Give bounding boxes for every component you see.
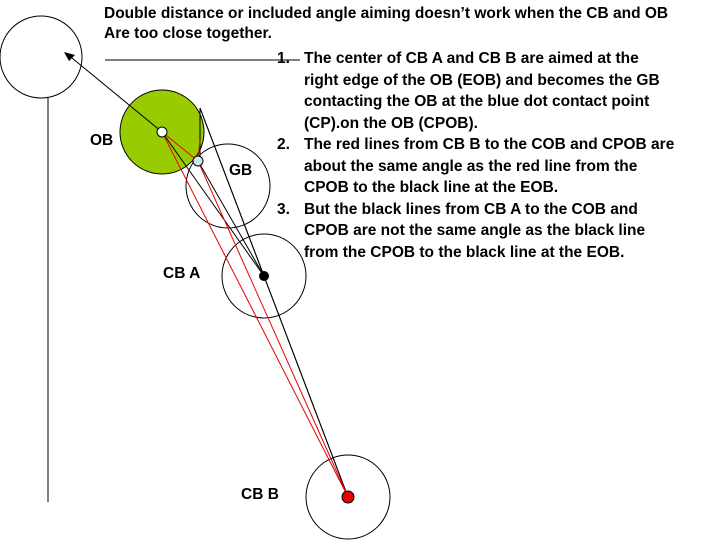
note-line: contacting the OB at the blue dot contac… bbox=[304, 93, 650, 110]
note-number: 2. bbox=[277, 136, 290, 153]
ghost-ball-label: GB bbox=[229, 162, 253, 179]
note-line: CPOB are not the same angle as the black… bbox=[304, 222, 646, 239]
note-line: right edge of the OB (EOB) and becomes t… bbox=[304, 71, 660, 89]
pocket-circle bbox=[0, 15, 83, 99]
cb-b-to-cpob-red-line bbox=[197, 160, 349, 498]
contact-point-dot bbox=[192, 155, 204, 167]
note-item: 1. The center of CB A and CB B are aimed… bbox=[277, 48, 717, 134]
object-ball-label: OB bbox=[90, 132, 114, 149]
cb-b-to-cob-red-line bbox=[161, 131, 349, 498]
cb-b-to-cb-a-line bbox=[263, 275, 349, 498]
note-number: 1. bbox=[277, 50, 290, 67]
note-number: 3. bbox=[277, 200, 290, 218]
note-line: about the same angle as the red line fro… bbox=[304, 157, 638, 175]
cue-ball-a-label: CB A bbox=[163, 265, 201, 282]
diagram-title: Double distance or included angle aiming… bbox=[104, 4, 714, 44]
note-item: 2. The red lines from CB B to the COB an… bbox=[277, 134, 717, 199]
center-of-ob-dot bbox=[156, 126, 168, 138]
note-line: The red lines from CB B to the COB and C… bbox=[304, 136, 675, 153]
note-item: 3. But the black lines from CB A to the … bbox=[277, 199, 717, 264]
title-line-2: Are too close together. bbox=[104, 25, 272, 42]
cue-ball-b-label: CB B bbox=[241, 486, 279, 503]
note-line: The center of CB A and CB B are aimed at… bbox=[304, 50, 639, 67]
cb-a-to-cpob-line bbox=[197, 160, 265, 277]
note-line: But the black lines from CB A to the COB… bbox=[304, 200, 638, 218]
note-line: from the CPOB to the black line at the E… bbox=[304, 243, 625, 261]
cob-to-cpob-red-line bbox=[161, 131, 199, 162]
note-line: (CP).on the OB (CPOB). bbox=[304, 114, 478, 132]
cue-ball-b-center-dot bbox=[341, 490, 355, 504]
cue-ball-a-center-dot bbox=[259, 271, 269, 281]
cb-a-to-cob-line bbox=[161, 131, 265, 277]
pocket-arrowhead bbox=[64, 52, 75, 61]
title-line-1: Double distance or included angle aiming… bbox=[104, 5, 669, 22]
object-ball-to-pocket-line bbox=[71, 57, 163, 133]
note-line: CPOB to the black line at the EOB. bbox=[304, 179, 559, 196]
notes-list: 1. The center of CB A and CB B are aimed… bbox=[277, 48, 717, 263]
